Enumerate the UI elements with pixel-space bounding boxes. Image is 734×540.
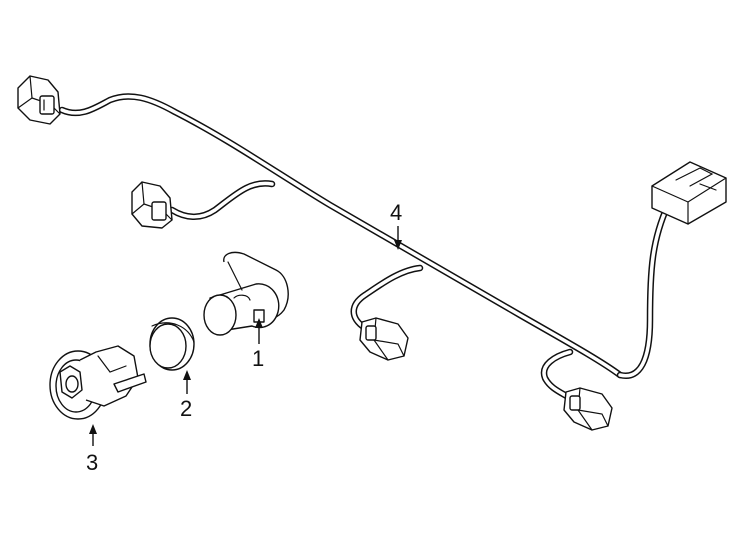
harness-connector-middle-left: [131, 181, 173, 229]
callout-4-label: 4: [390, 200, 402, 225]
callout-3: 3: [86, 424, 98, 475]
callout-1-label: 1: [252, 346, 264, 371]
harness-connector-top-left: [17, 75, 61, 125]
harness-connector-lower-right: [563, 387, 613, 431]
harness-connector-center: [359, 317, 409, 361]
wiring-harness: [58, 93, 672, 402]
callout-2: 2: [180, 370, 192, 421]
parking-sensor: [203, 251, 289, 336]
callout-4: 4: [390, 200, 402, 250]
callout-1: 1: [252, 318, 264, 371]
sensor-holder: [49, 345, 147, 420]
harness-main-connector: [651, 161, 727, 225]
sensor-ring: [149, 317, 195, 371]
callout-3-label: 3: [86, 450, 98, 475]
callout-2-label: 2: [180, 396, 192, 421]
